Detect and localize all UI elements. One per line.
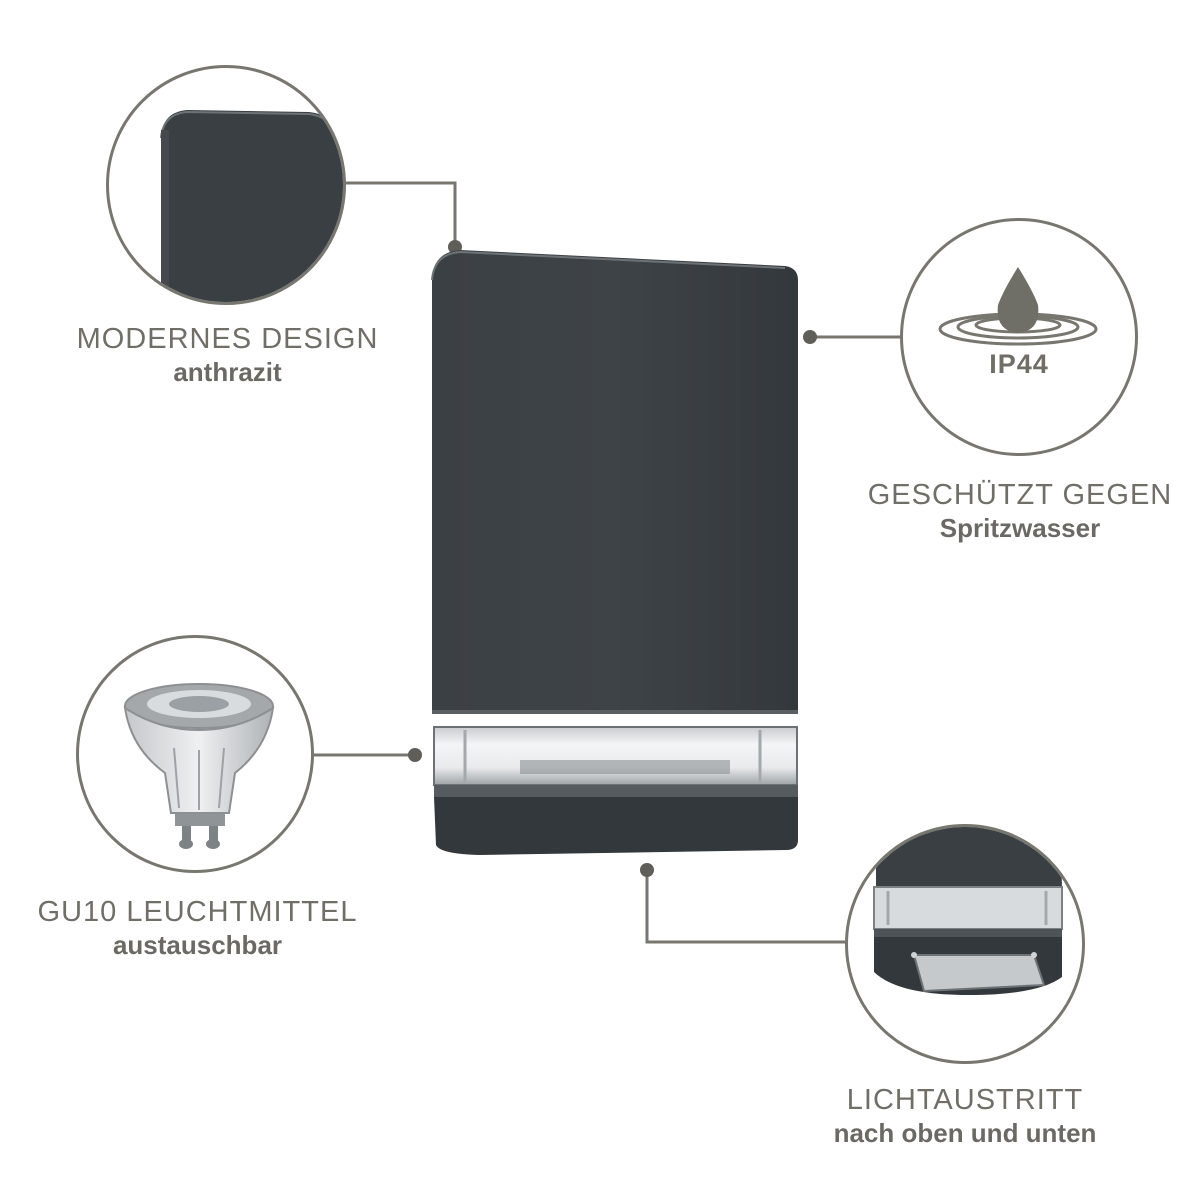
- bulb-subtitle: austauschbar: [112, 930, 283, 960]
- ip-subtitle: Spritzwasser: [939, 513, 1101, 543]
- light-output-circle: [845, 824, 1085, 1064]
- bulb-title: GU10 LEUCHTMITTEL: [37, 896, 358, 928]
- connector-dot-bulb: [408, 748, 422, 762]
- lamp-corner-closeup: [160, 110, 343, 302]
- water-drop-icon: [938, 267, 1098, 346]
- connector-light: [645, 870, 845, 944]
- design-caption: MODERNES DESIGN anthrazit: [60, 322, 395, 388]
- bulb-caption: GU10 LEUCHTMITTEL austauschbar: [30, 895, 365, 961]
- ip-caption: GESCHÜTZT GEGEN Spritzwasser: [850, 478, 1190, 544]
- lamp-bottom-closeup: [873, 827, 1063, 995]
- design-title: MODERNES DESIGN: [76, 323, 379, 355]
- gu10-bulb: [123, 683, 275, 849]
- light-caption: LICHTAUSTRITT nach oben und unten: [800, 1083, 1130, 1149]
- ip-title: GESCHÜTZT GEGEN: [867, 479, 1173, 511]
- bulb-circle: [76, 635, 314, 873]
- wall-lamp-image: [431, 250, 798, 855]
- ip-badge: IP44: [989, 349, 1049, 379]
- light-subtitle: nach oben und unten: [833, 1118, 1097, 1148]
- connector-dot-light: [640, 863, 654, 877]
- design-closeup-circle: [106, 65, 346, 305]
- light-title: LICHTAUSTRITT: [846, 1084, 1084, 1116]
- ip-rating-circle: IP44: [900, 218, 1138, 456]
- design-subtitle: anthrazit: [173, 357, 282, 387]
- connector-design: [345, 181, 457, 245]
- connector-dot-ip: [803, 330, 817, 344]
